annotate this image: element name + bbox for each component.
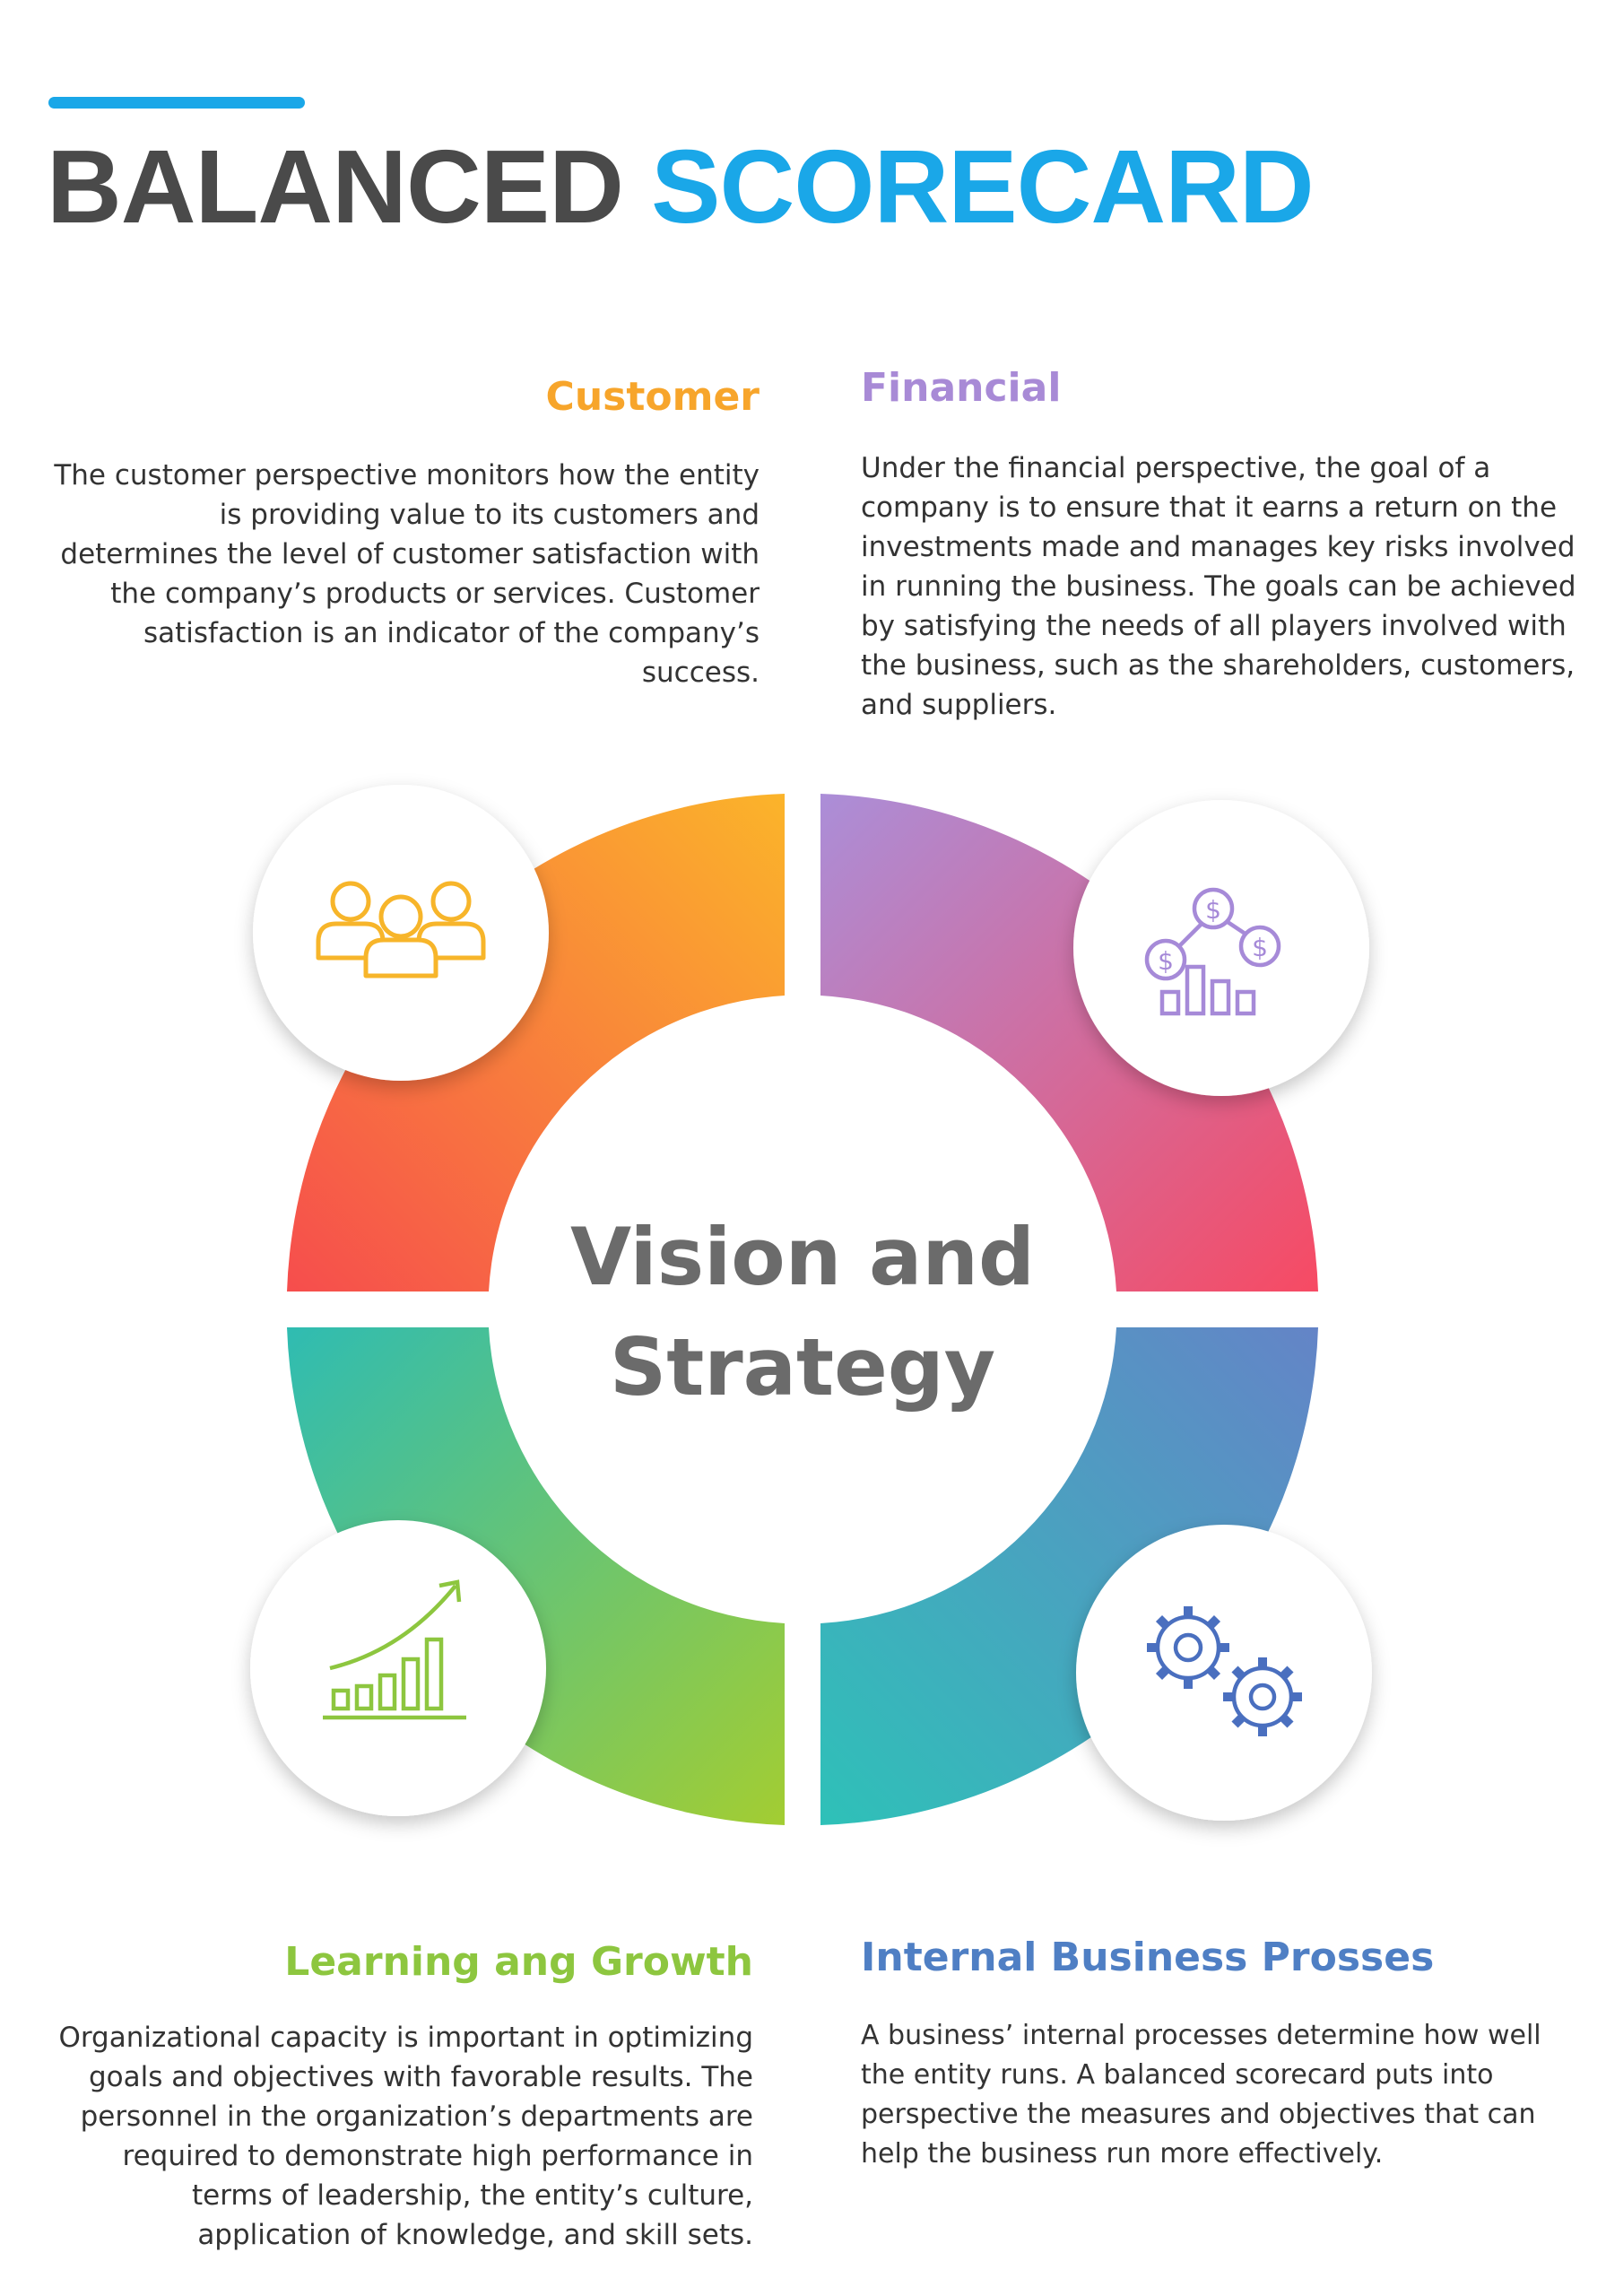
internal-business-description: A business’ internal processes determine… xyxy=(861,2020,1541,2170)
people-icon xyxy=(316,881,486,978)
svg-text:$: $ xyxy=(1205,895,1221,925)
title-part-scorecard: SCORECARD xyxy=(651,128,1315,245)
internal-business-icon-circle xyxy=(1076,1525,1372,1821)
title-part-balanced: BALANCED xyxy=(47,128,624,245)
internal-business-ring-segment xyxy=(820,1327,1318,1825)
svg-text:$: $ xyxy=(1252,933,1268,962)
financial-ring-segment xyxy=(820,794,1318,1292)
growth-chart-icon xyxy=(323,1579,466,1720)
center-strategy-text: Strategy xyxy=(610,1321,995,1413)
customer-title: Customer xyxy=(545,374,760,420)
money-chart-icon: $ $ $ xyxy=(1144,887,1281,1016)
internal-business-title: Internal Business Prosses xyxy=(861,1935,1435,1980)
title-accent-bar xyxy=(48,97,305,109)
learning-growth-ring-segment xyxy=(287,1327,785,1825)
center-vision-text: Vision and xyxy=(570,1211,1035,1303)
financial-description: Under the financial perspective, the goa… xyxy=(861,452,1576,721)
learning-growth-title: Learning ang Growth xyxy=(284,1939,753,1985)
svg-text:$: $ xyxy=(1158,946,1174,976)
customer-ring-segment xyxy=(287,794,785,1292)
customer-description: The customer perspective monitors how th… xyxy=(54,459,760,689)
financial-icon-circle xyxy=(1073,800,1369,1096)
learning-growth-icon-circle xyxy=(250,1520,546,1816)
learning-growth-description: Organizational capacity is important in … xyxy=(58,2022,753,2251)
page-title: BALANCED SCORECARD xyxy=(47,124,1315,249)
financial-title: Financial xyxy=(861,365,1062,411)
gears-icon xyxy=(1147,1606,1302,1736)
